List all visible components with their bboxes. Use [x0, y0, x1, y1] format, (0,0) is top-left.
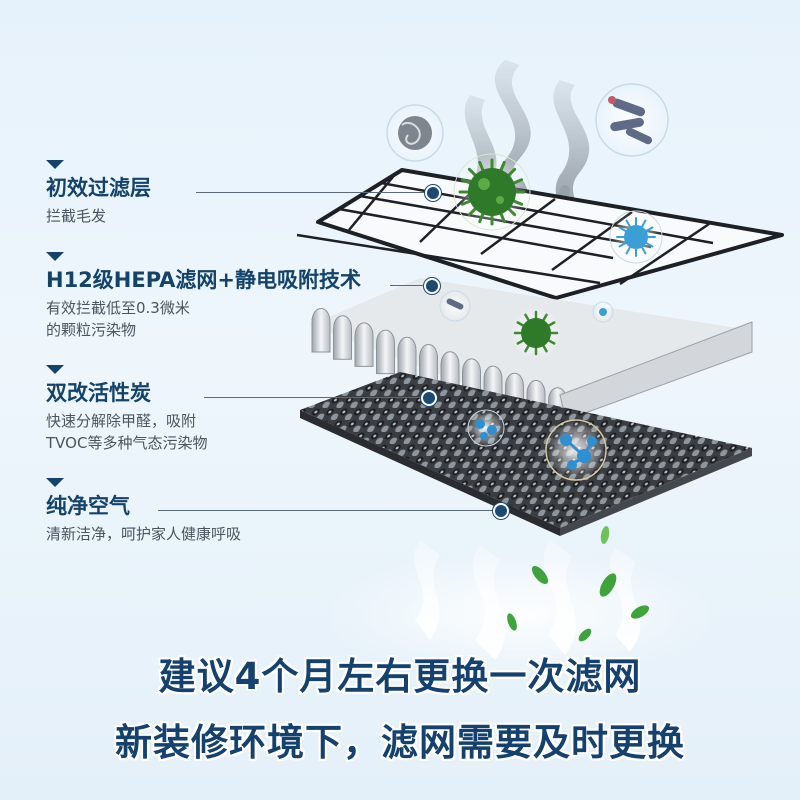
hepa-pleat: [311, 308, 331, 353]
layer-hepa: H12级HEPA滤网+静电吸附技术 有效拦截低至0.3微米 的颗粒污染物: [46, 252, 361, 341]
leader-dot-2: [424, 278, 440, 294]
dust-hair-icon: [386, 104, 444, 162]
layer-title: 双改活性炭: [46, 381, 151, 405]
leader-dot-1: [425, 185, 441, 201]
layer-pre-filter: 初效过滤层 拦截毛发: [46, 160, 151, 227]
layer-description: 拦截毛发: [46, 207, 107, 225]
layer-description-line: 快速分解除甲醛，吸附: [46, 412, 197, 430]
pre-filter-grid: [296, 168, 784, 300]
layer-description: 有效拦截低至0.3微米 的颗粒污染物: [46, 297, 361, 341]
leader-line-2: [390, 285, 430, 286]
leader-line-4: [158, 510, 500, 511]
virus-icon-small: [510, 307, 562, 359]
layer-description: 清新洁净，呵护家人健康呼吸: [46, 525, 242, 543]
layer-description-line: TVOC等多种气态污染物: [46, 434, 208, 452]
hepa-pleat: [419, 344, 438, 389]
footer-headline-2: 新装修环境下，滤网需要及时更换: [115, 721, 685, 764]
leader-dot-3: [421, 390, 437, 406]
layer-description: 快速分解除甲醛，吸附 TVOC等多种气态污染物: [46, 410, 207, 454]
layer-carbon: 双改活性炭 快速分解除甲醛，吸附 TVOC等多种气态污染物: [46, 365, 207, 454]
hepa-pleat: [333, 315, 352, 360]
triangle-marker-icon: [46, 160, 64, 169]
leaf-icon: [507, 526, 650, 642]
triangle-marker-icon: [46, 252, 64, 261]
triangle-marker-icon: [46, 365, 64, 374]
particle-icon: [439, 290, 614, 323]
triangle-marker-icon: [46, 478, 64, 487]
footer-headline-1: 建议4个月左右更换一次滤网: [158, 655, 642, 698]
leader-dot-4: [493, 503, 509, 519]
clean-air-icon: [320, 540, 720, 680]
virus-icon-blue: [609, 210, 663, 264]
layer-clean-air: 纯净空气 清新洁净，呵护家人健康呼吸: [46, 478, 241, 545]
hepa-pleat: [397, 336, 417, 382]
leader-line-3: [204, 397, 429, 398]
hepa-pleat: [376, 329, 395, 375]
layer-title: H12级HEPA滤网+静电吸附技术: [46, 268, 362, 292]
leader-line-1: [196, 192, 432, 193]
layer-description-line: 有效拦截低至0.3微米: [46, 299, 190, 317]
layer-title: 初效过滤层: [46, 176, 151, 200]
layer-description-line: 的颗粒污染物: [46, 321, 137, 339]
molecule-icon: [467, 409, 607, 481]
virus-icon: [453, 153, 531, 231]
bacteria-icon: [595, 83, 669, 157]
layer-title: 纯净空气: [46, 494, 130, 518]
hepa-pleat: [354, 322, 374, 367]
